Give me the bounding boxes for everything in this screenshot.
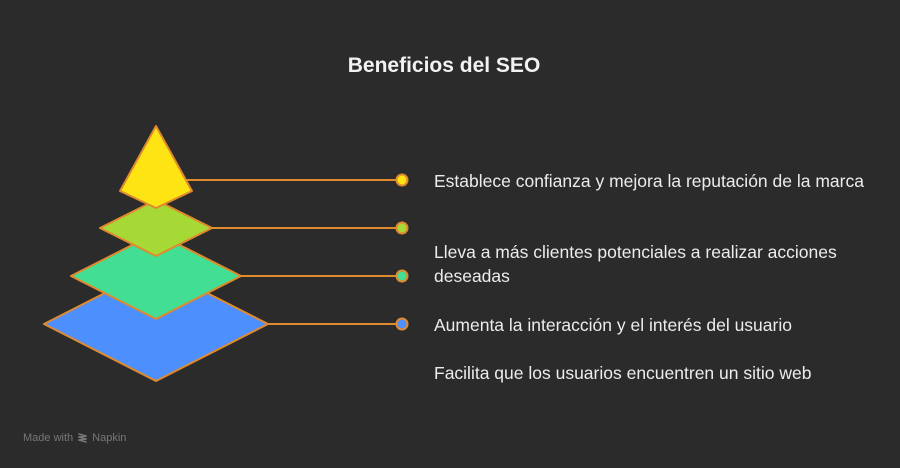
napkin-logo-icon (78, 433, 87, 443)
pyramid-layer-4 (43, 266, 269, 382)
diagram-title: Beneficios del SEO (347, 54, 541, 77)
footer-watermark: Made with Napkin (23, 432, 126, 444)
level-label-1: Establece confianza y mejora la reputaci… (434, 171, 864, 191)
level-dot-2 (395, 221, 409, 235)
pyramid-layer-2 (99, 199, 213, 257)
level-dot-4 (395, 317, 409, 331)
level-label-3: Aumenta la interacción y el interés del … (434, 315, 792, 335)
made-with-text: Made with (23, 432, 74, 444)
level-dot-1 (395, 173, 409, 187)
napkin-brand-text: Napkin (92, 432, 127, 444)
level-label-2: Lleva a más clientes potenciales a reali… (434, 242, 837, 286)
pyramid-layer-3 (70, 232, 242, 320)
level-dot-3 (395, 269, 409, 283)
pyramid-layer-1 (119, 125, 193, 209)
level-label-4: Facilita que los usuarios encuentren un … (434, 363, 812, 383)
